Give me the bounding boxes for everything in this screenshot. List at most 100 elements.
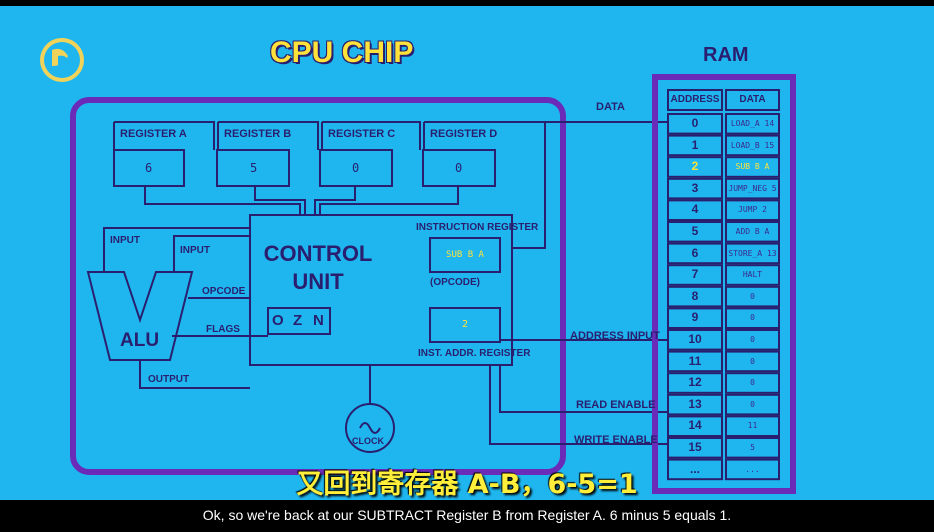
ram-address-cell: 7 xyxy=(691,267,699,282)
alu-input-a-label: INPUT xyxy=(110,235,140,246)
ram-address-cell: 11 xyxy=(688,353,702,368)
ram-data-box xyxy=(725,350,780,373)
ram-address-box xyxy=(667,134,723,157)
ram-data-cell: JUMP 2 xyxy=(738,205,767,215)
ram-address-box xyxy=(667,156,723,178)
register-a-label: REGISTER A xyxy=(120,128,187,140)
ram-address-box xyxy=(667,264,723,286)
ram-address-box xyxy=(667,285,723,308)
ram-address-cell: 14 xyxy=(688,418,702,433)
subtitle-english: Ok, so we're back at our SUBTRACT Regist… xyxy=(202,507,732,523)
ram-data-cell: JUMP_NEG 5 xyxy=(728,183,777,193)
register-c-value: 0 xyxy=(352,161,360,175)
ram-data-cell: 0 xyxy=(750,356,755,366)
ram-address-box xyxy=(667,329,723,351)
cpu-chip-title: CPU CHIP xyxy=(270,36,414,69)
ram-data-cell: HALT xyxy=(742,270,763,280)
ram-data-box xyxy=(725,393,780,416)
ram-address-cell: 15 xyxy=(688,440,702,454)
data-bus-label: DATA xyxy=(596,101,625,113)
ram-address-cell: 6 xyxy=(691,245,699,260)
alu-output-label: OUTPUT xyxy=(148,374,190,385)
ram-data-box xyxy=(725,199,780,221)
instruction-register-value: SUB B A xyxy=(446,250,484,260)
ram-data-cell: 0 xyxy=(750,335,755,344)
ram-data-box xyxy=(725,134,780,157)
alu-input-b-label: INPUT xyxy=(180,245,210,256)
register-b-value: 5 xyxy=(250,161,258,175)
ram-row: 11 0 xyxy=(668,351,780,372)
ram-data-cell: STORE_A 13 xyxy=(728,248,777,258)
ram-address-cell: 9 xyxy=(691,310,699,325)
ram-row: 13 0 xyxy=(668,394,780,415)
subtitle-chinese: 又回到寄存器 A-B，6-5=1 xyxy=(296,469,638,500)
ram-row: ...... xyxy=(668,459,780,480)
clock-label: CLOCK xyxy=(352,436,384,446)
ram-data-cell: 0 xyxy=(750,291,755,301)
register-c-label: REGISTER C xyxy=(328,128,396,140)
flag-zero: Z xyxy=(293,312,303,329)
ram-address-cell: 8 xyxy=(691,288,699,303)
control-unit-title: CONTROL UNIT xyxy=(263,240,373,296)
bottom-letterbox xyxy=(0,500,934,532)
ram-address-cell: 12 xyxy=(688,375,702,390)
ram-title: RAM xyxy=(703,44,749,66)
ram-address-cell: 2 xyxy=(691,159,699,174)
ram-data-cell: ... xyxy=(745,464,760,474)
ram-address-box xyxy=(667,393,723,416)
ram-address-box xyxy=(667,113,723,135)
ram-data-box xyxy=(725,437,780,459)
cpu-chip-outline xyxy=(70,97,566,475)
ram-data-box xyxy=(725,156,780,178)
ram-data-box xyxy=(725,264,780,286)
ram-data-box xyxy=(725,458,780,481)
ram-data-cell: 0 xyxy=(750,313,755,323)
inst-addr-register-label: INST. ADDR. REGISTER xyxy=(418,348,531,359)
ram-data-box xyxy=(725,415,780,437)
ram-data-box xyxy=(725,307,780,329)
ram-data-cell: 0 xyxy=(750,399,755,409)
alu-flags-label: FLAGS xyxy=(206,324,240,335)
register-b-label: REGISTER B xyxy=(224,128,292,140)
ram-data-cell: 11 xyxy=(747,421,758,431)
ram-data-box xyxy=(725,329,780,351)
ram-outline xyxy=(652,74,796,494)
ram-data-box xyxy=(725,177,780,200)
ram-address-cell: 1 xyxy=(691,137,699,152)
ram-data-cell: SUB B A xyxy=(735,162,770,172)
ram-address-box xyxy=(667,350,723,373)
ram-row: 14 11 xyxy=(668,415,780,436)
ram-address-header: ADDRESS xyxy=(670,94,720,105)
write-enable-label: WRITE ENABLE xyxy=(574,434,658,446)
ram-address-box xyxy=(667,199,723,221)
ram-data-box xyxy=(725,113,780,135)
inst-addr-register-value: 2 xyxy=(461,319,469,330)
flag-negative: N xyxy=(313,312,324,329)
alu-opcode-label: OPCODE xyxy=(202,286,246,297)
read-enable-label: READ ENABLE xyxy=(576,399,656,411)
flag-overflow: O xyxy=(272,312,284,329)
ram-data-box xyxy=(725,372,780,394)
opcode-label: (OPCODE) xyxy=(430,277,480,288)
control-unit-line1: CONTROL xyxy=(263,241,373,266)
ram-row: 5 ADD B A xyxy=(668,221,780,242)
ram-data-header: DATA xyxy=(739,94,766,105)
ram-address-cell: 13 xyxy=(688,396,702,411)
alu-label: ALU xyxy=(120,330,160,351)
register-a-value: 6 xyxy=(145,161,153,175)
ram-data-box xyxy=(725,242,780,265)
ram-row: 6 STORE_A 13 xyxy=(668,243,780,264)
ram-data-cell: ADD B A xyxy=(735,227,770,236)
ram-address-box xyxy=(667,177,723,200)
ram-data-box xyxy=(725,285,780,308)
ram-address-cell: 5 xyxy=(691,224,699,238)
ram-data-cell: LOAD_A 14 xyxy=(730,119,775,128)
